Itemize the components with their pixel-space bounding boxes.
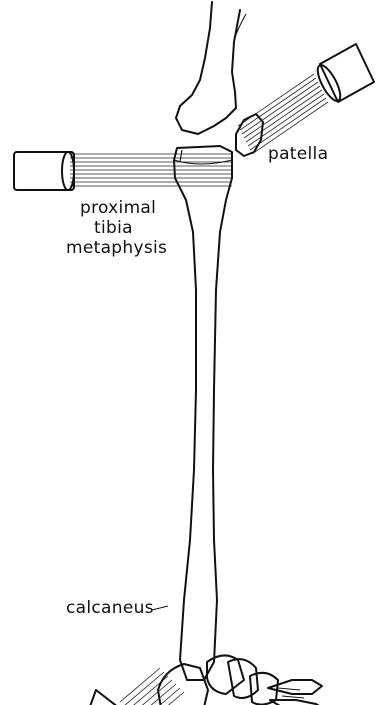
calcaneus-pin [88, 668, 184, 705]
patella-pin [238, 44, 374, 154]
calcaneus-label: calcaneus [66, 600, 154, 617]
proximal-tibia-metaphysis-label-line3: metaphysis [66, 240, 167, 257]
proximal-tibia-metaphysis-label-line2: tibia [94, 220, 133, 237]
proximal-tibia-metaphysis-label-line1: proximal [80, 200, 156, 217]
tibia [174, 146, 232, 680]
foot-bones [207, 655, 326, 705]
calcaneus-leader [152, 606, 168, 610]
patella-label: patella [268, 146, 328, 163]
femur [176, 2, 246, 134]
tibia-pin [14, 152, 232, 190]
